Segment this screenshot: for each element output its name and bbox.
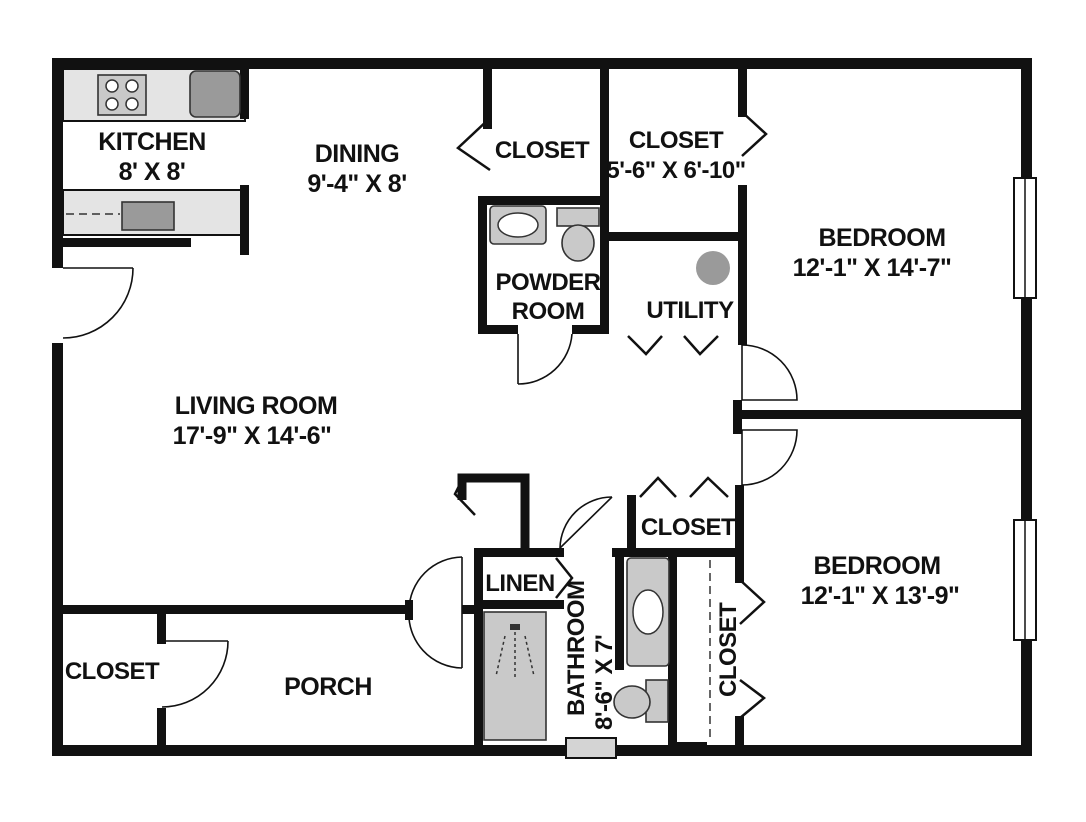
bedroom-2-size: 12'-1" X 13'-9" — [801, 582, 960, 610]
bedroom-divider — [733, 400, 1032, 434]
hall-closet-label: CLOSET — [495, 137, 590, 164]
dining-size: 9'-4" X 8' — [307, 170, 406, 198]
entry-door — [62, 267, 134, 339]
bedroom-1-label: BEDROOM — [818, 224, 945, 252]
window-bedroom-2 — [1013, 519, 1037, 641]
exterior-walls — [52, 58, 1032, 756]
porch-closet-door — [161, 640, 229, 708]
walkin-closet-label: CLOSET — [629, 127, 724, 154]
kitchen — [62, 68, 249, 255]
utility-label: UTILITY — [646, 297, 734, 324]
bedroom-1-door — [741, 344, 798, 401]
bedroom-2-door — [741, 429, 798, 486]
porch-closet-label: CLOSET — [65, 658, 160, 685]
bathroom-door — [559, 496, 613, 549]
linen-bath-walls — [453, 473, 677, 756]
vertical-closet — [677, 557, 767, 756]
vertical-closet-label: CLOSET — [715, 602, 742, 697]
walkin-closet-size: 5'-6" X 6'-10" — [606, 157, 745, 184]
window-bathroom — [565, 737, 617, 759]
bedroom-2-closet-label: CLOSET — [641, 514, 736, 541]
bathroom-size: 8'-6" X 7' — [591, 635, 618, 730]
powder-room — [478, 196, 609, 385]
powder-room-label-1: POWDER — [496, 269, 601, 296]
bathroom-label: BATHROOM — [563, 580, 590, 716]
linen-label: LINEN — [485, 570, 555, 597]
powder-room-label-2: ROOM — [512, 298, 585, 325]
bedroom-1-size: 12'-1" X 14'-7" — [793, 254, 952, 282]
utility-room — [627, 251, 730, 356]
walkin-closet-walls — [605, 69, 768, 345]
hall-closet-walls — [456, 69, 609, 333]
window-bedroom-1 — [1013, 177, 1037, 299]
bedroom-2-closet-walls — [612, 476, 744, 557]
kitchen-label: KITCHEN — [98, 128, 206, 156]
dining-label: DINING — [315, 140, 400, 168]
kitchen-size: 8' X 8' — [119, 158, 186, 186]
living-room-label: LIVING ROOM — [175, 392, 338, 420]
porch-label: PORCH — [284, 673, 372, 701]
bathroom-fixtures — [483, 557, 670, 741]
living-room-size: 17'-9" X 14'-6" — [173, 422, 332, 450]
porch-door — [408, 556, 463, 669]
bedroom-2-label: BEDROOM — [813, 552, 940, 580]
